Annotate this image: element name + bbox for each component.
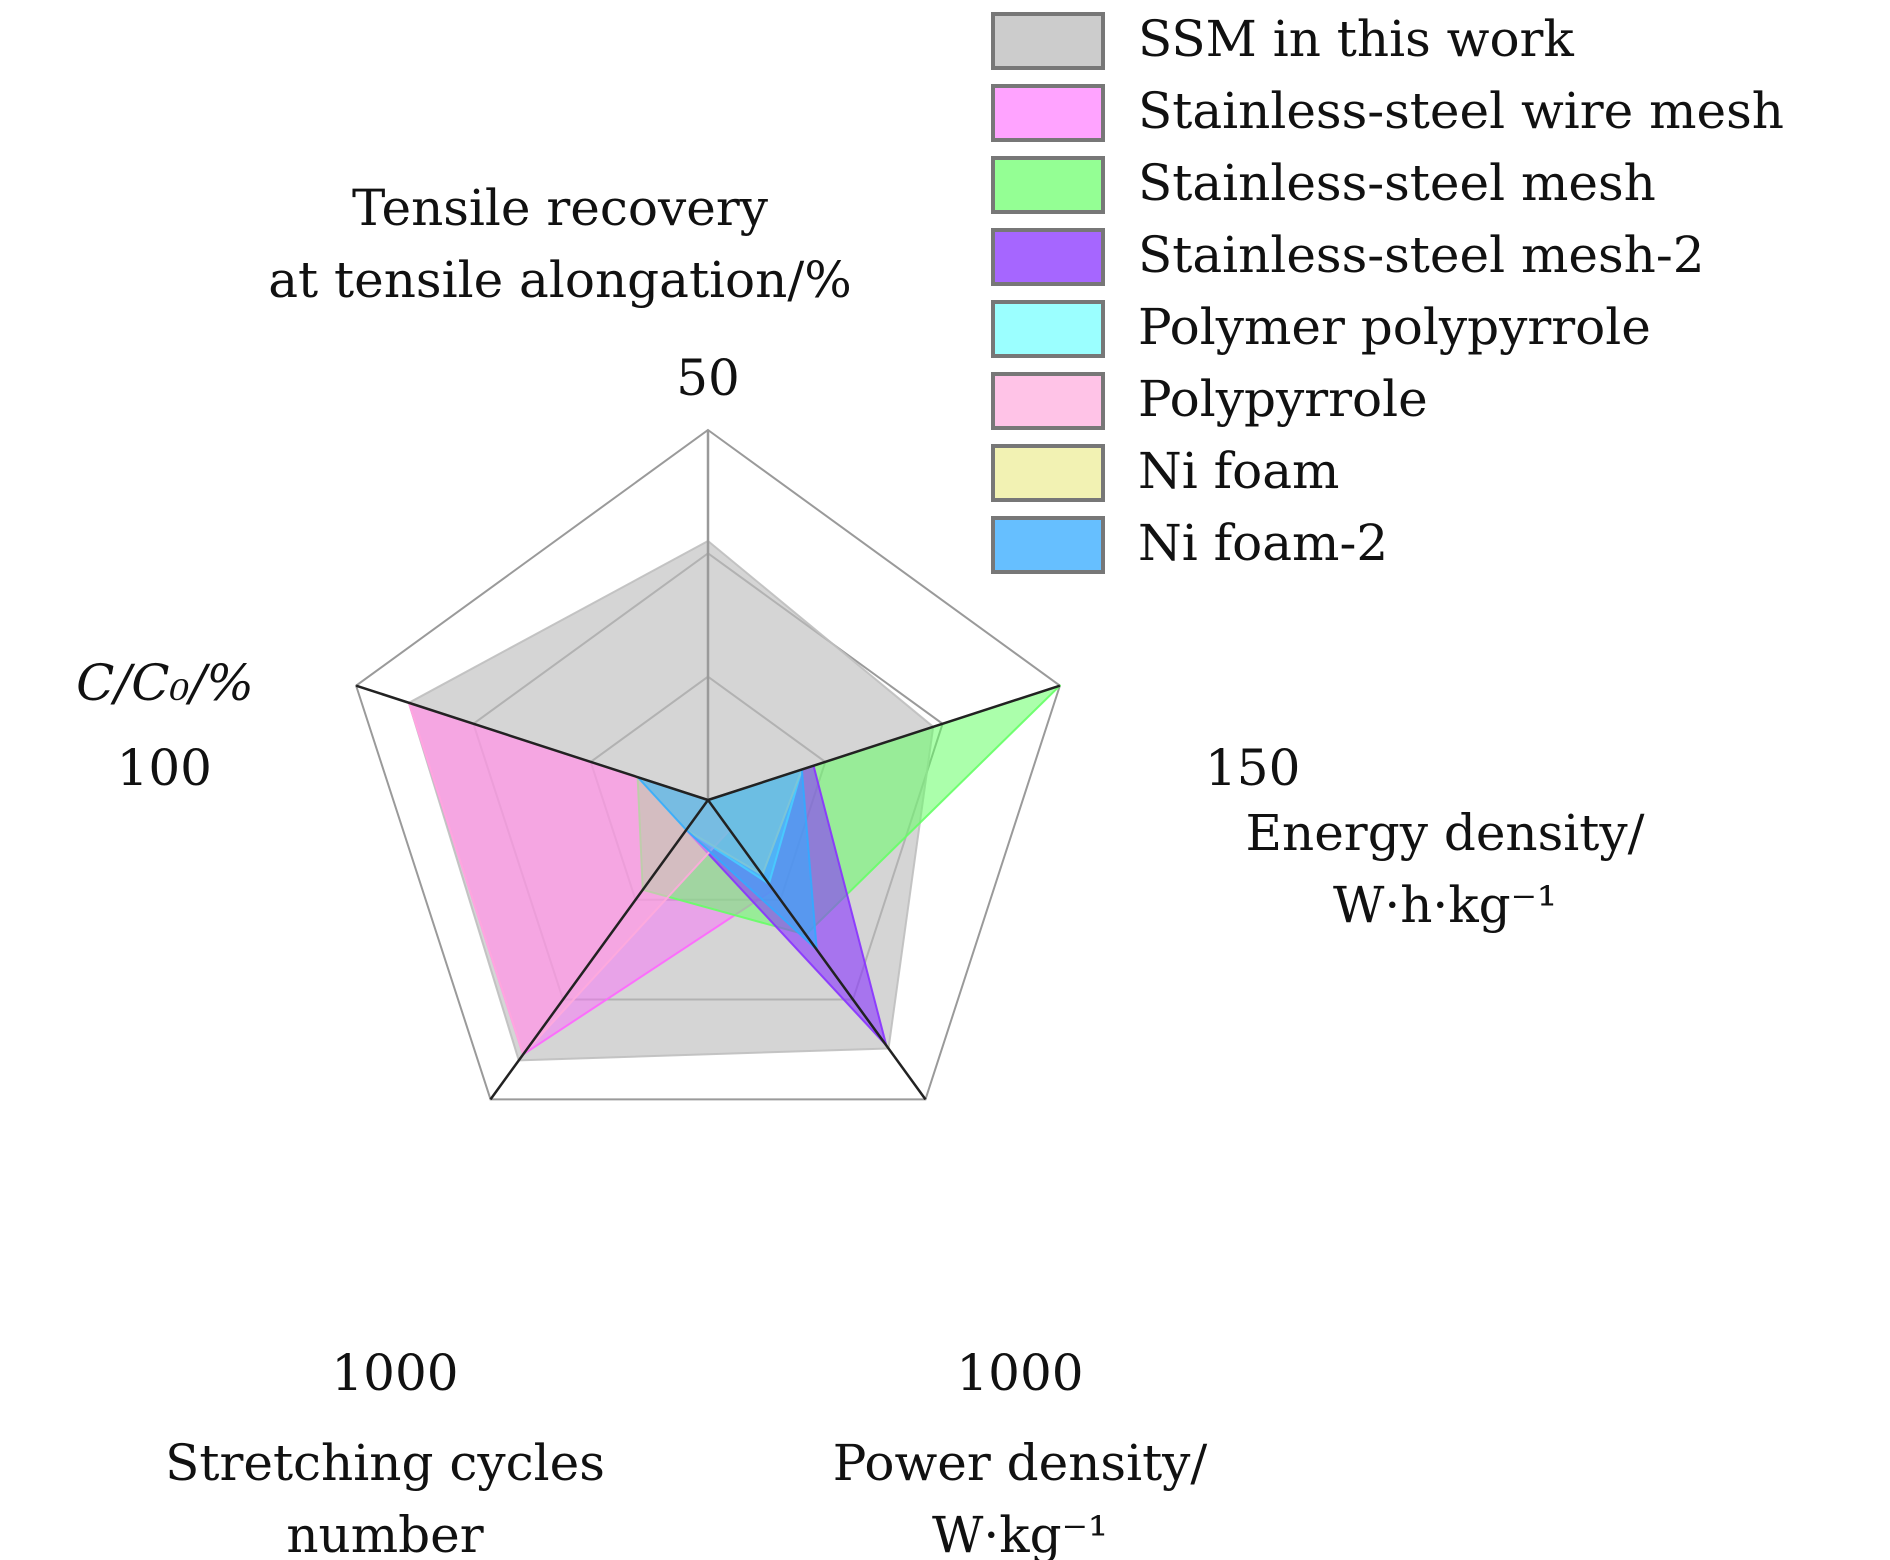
legend-swatch [991,156,1105,214]
legend-swatch [991,12,1105,70]
axis-spoke [355,684,709,802]
axis-title: at tensile alongation/% [268,251,851,309]
axis-spoke [707,684,1061,802]
axis-max-label: 1000 [331,1344,458,1402]
axis-labels: 50 Tensile recovery at tensile alongation/… [76,179,1645,1560]
axis-title: Tensile recovery [352,179,769,237]
radar-series [407,540,1061,1062]
axis-title: number [286,1506,483,1560]
axis-max-label: 100 [117,739,212,797]
legend-swatch [991,228,1105,286]
legend-label: Polypyrrole [1138,370,1428,428]
grid-ring [354,428,1062,1101]
legend-swatch [991,84,1105,142]
legend-swatch [991,372,1105,430]
legend-swatch [991,516,1105,574]
axis-max-label: 150 [1205,739,1300,797]
legend-label: Ni foam [1138,442,1339,500]
axis-max-label: 50 [676,349,740,407]
legend-label: Polymer polypyrrole [1138,298,1651,356]
axis-title: Stretching cycles [165,1434,605,1492]
legend-label: Stainless-steel mesh-2 [1138,226,1705,284]
axis-title: Power density/ [833,1434,1208,1492]
axis-title: W·kg⁻¹ [932,1506,1108,1560]
axis-spoke [489,799,710,1101]
legend-label: Stainless-steel wire mesh [1138,82,1784,140]
legend-label: Stainless-steel mesh [1138,154,1656,212]
axis-title: W·h·kg⁻¹ [1333,876,1557,934]
legend-swatch [991,444,1105,502]
axis-max-label: 1000 [956,1344,1083,1402]
radar-axes [355,430,1061,1101]
legend-swatch [991,300,1105,358]
axis-spoke [706,799,927,1101]
axis-title: Energy density/ [1246,804,1645,862]
axis-title: C/C₀/% [76,654,254,712]
legend-label: Ni foam-2 [1138,514,1388,572]
legend-label: SSM in this work [1138,10,1574,68]
